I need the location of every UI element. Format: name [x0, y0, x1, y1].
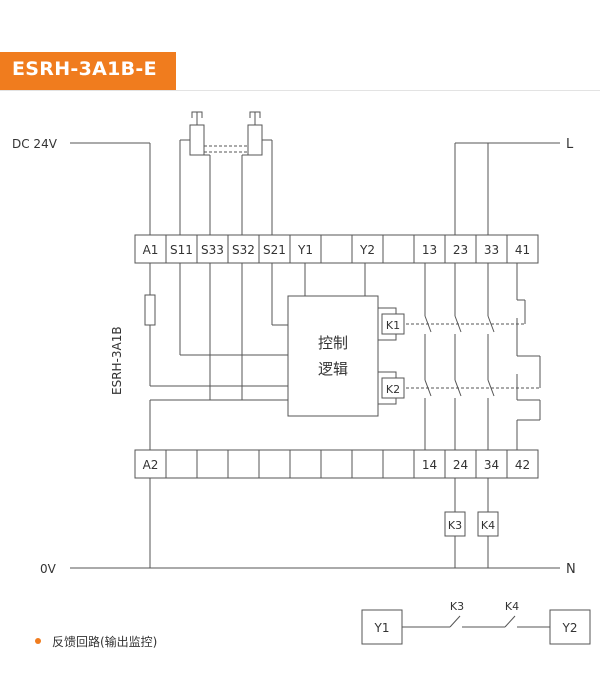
relay-k2-label: K2	[386, 383, 400, 396]
top-terminal-label: S32	[232, 243, 255, 257]
relay-k1-label: K1	[386, 319, 400, 332]
top-terminal-label: S11	[170, 243, 193, 257]
bottom-terminal-cell	[196, 449, 229, 479]
bottom-terminal-cell	[134, 449, 167, 479]
legend-bullet-icon	[35, 638, 41, 644]
bottom-terminal-label: 24	[453, 458, 468, 472]
bottom-terminal-cell	[444, 449, 477, 479]
feedback-k3-label: K3	[450, 600, 464, 613]
dc-supply-label: DC 24V	[12, 137, 58, 151]
logic-label-line1: 控制	[318, 334, 348, 352]
top-terminal-cell	[413, 234, 446, 264]
top-terminal-label: 33	[484, 243, 499, 257]
bottom-terminal-strip: A2 14 24 34 42	[134, 449, 539, 479]
top-terminal-cell	[289, 234, 322, 264]
bottom-terminal-label: 14	[422, 458, 437, 472]
bottom-terminal-cell	[165, 449, 198, 479]
top-terminal-cell	[506, 234, 539, 264]
title-banner: ESRH-3A1B-E	[0, 52, 176, 90]
zero-volt-label: 0V	[40, 562, 57, 576]
top-terminal-strip: A1 S11 S33 S32 S21 Y1 Y2 13 23 33 41	[134, 234, 539, 264]
top-terminal-cell	[382, 234, 415, 264]
feedback-k4-label: K4	[505, 600, 519, 613]
bottom-terminal-label: 34	[484, 458, 499, 472]
top-terminal-label: S21	[263, 243, 286, 257]
side-model-label: ESRH-3A1B	[110, 326, 124, 395]
model-title: ESRH-3A1B-E	[12, 58, 157, 80]
top-terminal-cell	[227, 234, 260, 264]
top-terminal-label: 23	[453, 243, 468, 257]
top-terminal-cell	[320, 234, 353, 264]
bottom-terminal-cell	[227, 449, 260, 479]
bottom-terminal-cell	[351, 449, 384, 479]
top-terminal-cell	[196, 234, 229, 264]
top-terminal-label: 41	[515, 243, 530, 257]
bottom-terminal-cell	[289, 449, 322, 479]
bottom-terminal-cell	[320, 449, 353, 479]
bottom-terminal-cell	[258, 449, 291, 479]
bottom-terminal-cell	[382, 449, 415, 479]
top-terminal-label: Y2	[359, 243, 375, 257]
top-terminal-cell	[165, 234, 198, 264]
top-terminal-label: Y1	[297, 243, 313, 257]
title-divider	[0, 90, 600, 91]
top-terminal-label: 13	[422, 243, 437, 257]
line-l-label: L	[566, 137, 574, 152]
relay-k3-label: K3	[448, 519, 462, 532]
top-terminal-cell	[258, 234, 291, 264]
feedback-y1-label: Y1	[374, 621, 390, 635]
top-terminal-cell	[475, 234, 508, 264]
feedback-y2-label: Y2	[562, 621, 578, 635]
bottom-terminal-label: 42	[515, 458, 530, 472]
top-terminal-label: A1	[143, 243, 159, 257]
logic-label-line2: 逻辑	[318, 360, 348, 378]
top-terminal-label: S33	[201, 243, 224, 257]
relay-k4-label: K4	[481, 519, 495, 532]
neutral-n-label: N	[566, 562, 576, 577]
bottom-terminal-cell	[506, 449, 539, 479]
bottom-terminal-label: A2	[143, 458, 159, 472]
legend-text: 反馈回路(输出监控)	[52, 634, 157, 649]
